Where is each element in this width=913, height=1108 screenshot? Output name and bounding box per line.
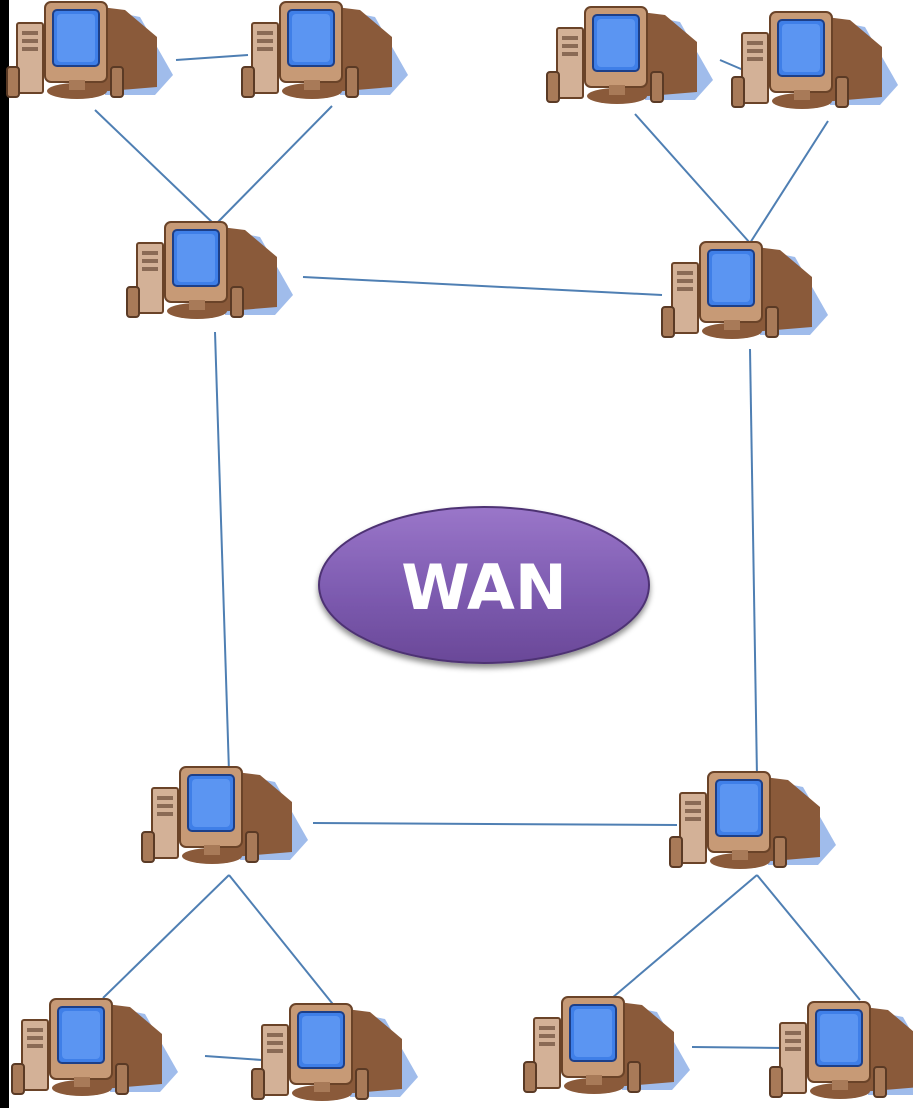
link-c3-c6	[302, 276, 663, 296]
desktop-computer-icon	[661, 241, 829, 340]
link-c5-c6	[749, 120, 829, 244]
link-c1-c3	[94, 109, 216, 226]
link-c2-c3	[214, 105, 333, 226]
link-c8-c11	[611, 874, 758, 999]
desktop-computer-icon	[6, 1, 174, 100]
desktop-computer-icon	[669, 771, 837, 870]
link-c7-c10	[228, 874, 341, 1014]
link-c1-c2	[175, 54, 249, 61]
left-border-bar	[0, 0, 9, 1108]
desktop-computer-icon	[731, 11, 899, 110]
link-c8-c12	[756, 874, 861, 1001]
links-layer	[94, 54, 861, 1061]
link-c6-c8	[749, 348, 758, 778]
desktop-computer-icon	[141, 766, 309, 865]
desktop-computer-icon	[126, 221, 294, 320]
link-c7-c8	[312, 822, 678, 826]
desktop-computer-icon	[546, 6, 714, 105]
wan-node: WAN	[318, 506, 650, 664]
link-c11-c12	[691, 1046, 784, 1049]
desktop-computer-icon	[523, 996, 691, 1095]
link-c4-c6	[634, 113, 751, 244]
desktop-computer-icon	[769, 1001, 913, 1100]
desktop-computer-icon	[11, 998, 179, 1097]
wan-ellipse	[318, 506, 650, 664]
link-c3-c7	[214, 331, 230, 773]
desktop-computer-icon	[241, 1, 409, 100]
link-c9-c10	[204, 1055, 263, 1061]
desktop-computer-icon	[251, 1003, 419, 1102]
wan-label: WAN	[401, 551, 566, 624]
link-c7-c9	[102, 874, 230, 999]
